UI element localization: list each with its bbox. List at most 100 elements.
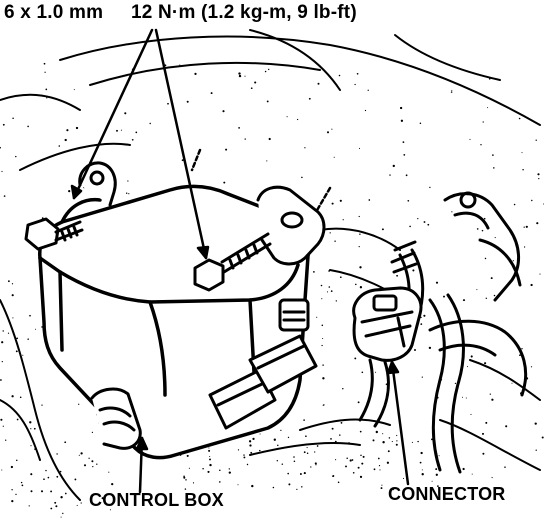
stipple-dot bbox=[64, 441, 67, 444]
stipple-dot bbox=[3, 195, 6, 197]
stipple-dot bbox=[541, 436, 544, 439]
stipple-dot bbox=[485, 421, 488, 424]
stipple-dot bbox=[243, 454, 245, 456]
stipple-dot bbox=[420, 323, 423, 325]
leader-arrowhead-left bbox=[70, 184, 83, 200]
stipple-dot bbox=[310, 466, 312, 468]
stipple-dot bbox=[357, 401, 360, 404]
leader-lines bbox=[70, 28, 410, 494]
stipple-dot bbox=[56, 453, 58, 455]
stipple-dot bbox=[183, 476, 186, 479]
stipple-dot bbox=[12, 117, 14, 120]
stipple-dot bbox=[254, 81, 257, 84]
stipple-dot bbox=[19, 396, 22, 399]
stipple-dot bbox=[207, 470, 210, 473]
stipple-dot bbox=[454, 382, 457, 385]
stipple-dot bbox=[219, 469, 221, 471]
stipple-dot bbox=[381, 484, 383, 486]
stipple-dot bbox=[367, 89, 369, 91]
stipple-dot bbox=[276, 460, 278, 462]
stipple-dot bbox=[288, 483, 291, 486]
stipple-dot bbox=[428, 346, 432, 350]
stipple-dot bbox=[421, 376, 423, 378]
stipple-dot bbox=[396, 440, 398, 442]
stipple-dot bbox=[60, 516, 62, 518]
stipple-dot bbox=[316, 445, 319, 447]
stipple-dot bbox=[273, 438, 276, 441]
stipple-dot bbox=[518, 117, 521, 120]
stipple-dot bbox=[354, 83, 356, 86]
stipple-dot bbox=[1, 361, 3, 363]
stipple-dot bbox=[237, 449, 240, 451]
stipple-dot bbox=[30, 428, 32, 430]
stipple-dot bbox=[280, 429, 282, 432]
stipple-dot bbox=[331, 128, 333, 130]
stipple-dot bbox=[55, 505, 58, 508]
stipple-dot bbox=[443, 295, 445, 298]
stipple-dot bbox=[78, 403, 80, 405]
stipple-dot bbox=[108, 471, 110, 473]
stipple-dot bbox=[345, 465, 347, 468]
stipple-dot bbox=[451, 89, 453, 91]
stipple-dot bbox=[188, 467, 190, 469]
stipple-dot bbox=[76, 504, 78, 506]
stipple-dot bbox=[321, 324, 324, 327]
stipple-dot bbox=[314, 462, 317, 465]
stipple-dot bbox=[131, 138, 134, 141]
stipple-dot bbox=[375, 371, 377, 373]
connector-label: CONNECTOR bbox=[388, 484, 506, 504]
stipple-dot bbox=[120, 129, 122, 131]
stipple-dot bbox=[30, 473, 33, 476]
stipple-dot bbox=[11, 283, 14, 285]
stipple-dot bbox=[358, 147, 361, 149]
stipple-dot bbox=[109, 509, 111, 511]
stipple-dot bbox=[360, 454, 362, 457]
stipple-dot bbox=[405, 174, 408, 177]
stipple-dot bbox=[485, 297, 488, 300]
stipple-dot bbox=[355, 283, 357, 286]
stipple-dot bbox=[331, 427, 334, 430]
stipple-dot bbox=[202, 467, 204, 470]
stipple-dot bbox=[225, 148, 228, 151]
stipple-dot bbox=[521, 348, 523, 350]
stipple-dot bbox=[268, 68, 270, 71]
stipple-dot bbox=[35, 328, 36, 330]
bolt-size-label: 6 x 1.0 mm bbox=[4, 2, 104, 23]
stipple-dot bbox=[387, 450, 390, 453]
stipple-dot bbox=[466, 366, 469, 368]
stipple-dot bbox=[481, 432, 485, 435]
stipple-dot bbox=[308, 97, 311, 100]
stipple-dot bbox=[74, 478, 77, 481]
stipple-dot bbox=[361, 371, 364, 374]
torque-spec-label: 12 N·m (1.2 kg-m, 9 lb-ft) bbox=[131, 2, 357, 23]
stipple-dot bbox=[2, 425, 4, 427]
stipple-dot bbox=[471, 473, 473, 475]
stipple-dot bbox=[419, 461, 422, 464]
stipple-dot bbox=[281, 463, 284, 465]
stipple-dot bbox=[30, 445, 32, 447]
stipple-dot bbox=[243, 456, 246, 459]
stipple-dot bbox=[91, 460, 94, 463]
stipple-dot bbox=[293, 460, 296, 462]
stipple-dot bbox=[382, 441, 385, 444]
stipple-dot bbox=[451, 211, 453, 213]
stipple-dot bbox=[358, 246, 360, 248]
stipple-dot bbox=[523, 226, 525, 228]
stipple-dot bbox=[511, 382, 513, 384]
stipple-dot bbox=[407, 199, 410, 202]
stipple-dot bbox=[339, 199, 342, 202]
stipple-dot bbox=[482, 452, 485, 455]
stipple-dot bbox=[16, 459, 18, 462]
stipple-dot bbox=[402, 141, 405, 143]
stipple-dot bbox=[33, 427, 36, 430]
stipple-dot bbox=[435, 473, 438, 476]
stipple-dot bbox=[54, 501, 57, 504]
stipple-dot bbox=[62, 512, 64, 515]
stipple-dot bbox=[22, 354, 24, 356]
stipple-dot bbox=[92, 466, 94, 468]
stipple-dot bbox=[525, 225, 528, 228]
stipple-dot bbox=[314, 451, 316, 453]
stipple-dot bbox=[30, 490, 33, 493]
leader-arrowhead-control-box bbox=[135, 436, 149, 451]
stipple-dot bbox=[409, 225, 411, 228]
